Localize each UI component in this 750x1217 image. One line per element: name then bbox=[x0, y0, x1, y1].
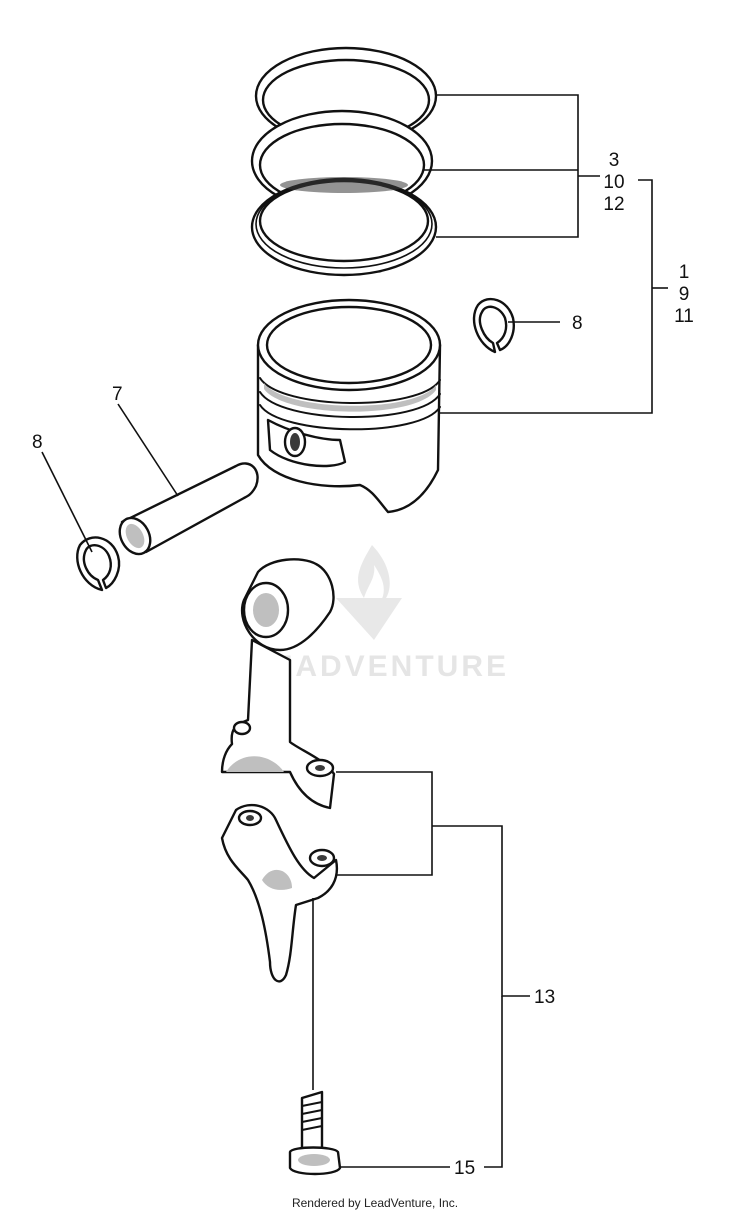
leadventure-watermark-logo: LEADVENTURE bbox=[251, 545, 509, 683]
piston-ring-oil bbox=[250, 177, 438, 277]
callout-clip-left: 8 bbox=[32, 432, 43, 453]
connecting-rod-bolt bbox=[288, 898, 342, 1176]
callout-clip-right: 8 bbox=[572, 313, 583, 334]
callout-piston-1: 1 bbox=[679, 262, 690, 283]
callout-pin: 7 bbox=[112, 384, 123, 405]
leader-lines bbox=[41, 94, 668, 1168]
callout-rings-1: 3 bbox=[609, 150, 620, 171]
render-credit: Rendered by LeadVenture, Inc. bbox=[291, 1196, 459, 1210]
connecting-rod bbox=[220, 558, 336, 810]
callout-rings-2: 10 bbox=[603, 172, 624, 193]
callout-rings-3: 12 bbox=[603, 194, 624, 215]
piston-pin bbox=[118, 462, 259, 556]
callout-piston-2: 9 bbox=[679, 284, 690, 305]
callout-bolt: 15 bbox=[454, 1158, 475, 1179]
callout-piston-3: 11 bbox=[674, 306, 694, 327]
circlip-left bbox=[76, 536, 121, 592]
circlip-right bbox=[472, 297, 515, 354]
watermark-text: LEADVENTURE bbox=[251, 650, 509, 683]
callout-rod-assembly: 13 bbox=[534, 987, 555, 1008]
connecting-rod-cap bbox=[220, 803, 339, 983]
piston bbox=[256, 298, 442, 514]
